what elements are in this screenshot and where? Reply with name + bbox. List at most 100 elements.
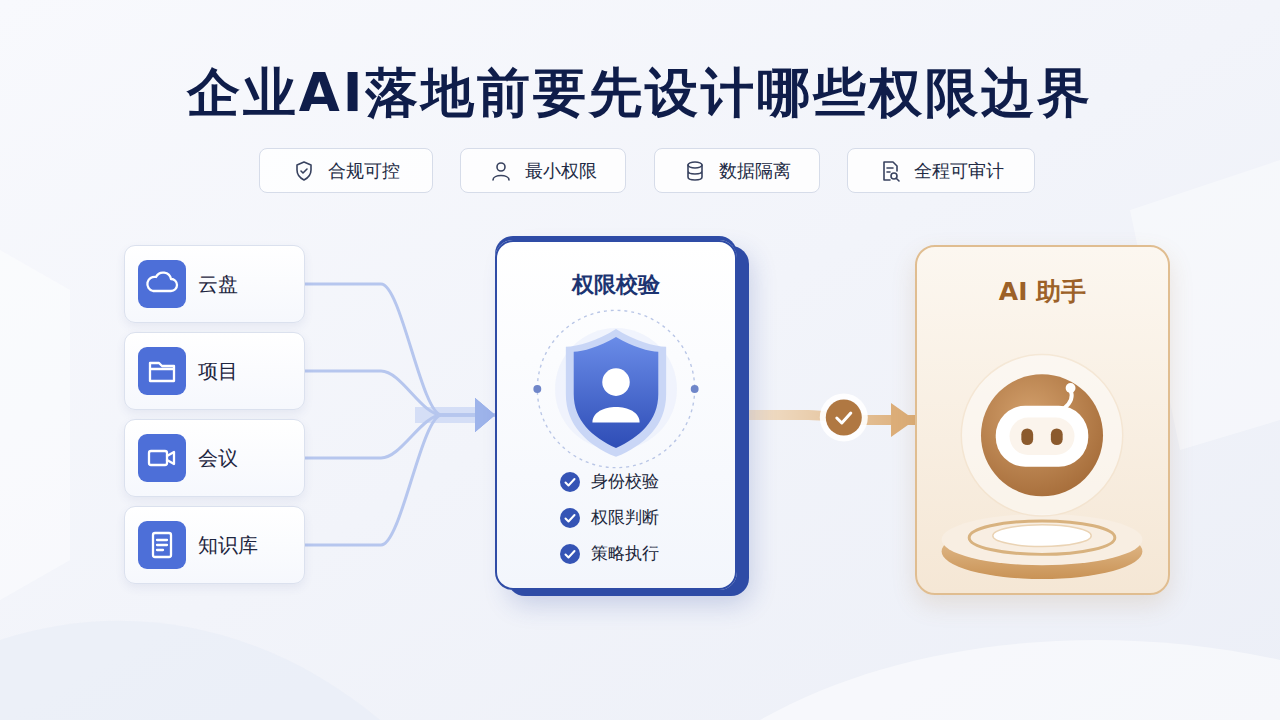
tag-icon-part-part: [884, 162, 897, 180]
assistant-box: AI 助手: [915, 245, 1170, 595]
box-heading: 权限校验: [572, 270, 660, 300]
shield-illustration-part: [592, 407, 639, 422]
source-icon-part: [138, 260, 186, 308]
robot-illustration-part: [961, 355, 1122, 516]
source-icon: [138, 521, 186, 569]
check-badge-part: [826, 400, 862, 436]
tag-label: 合规可控: [328, 159, 400, 183]
source-connector: [305, 415, 495, 458]
source-icon-part-part: [150, 363, 174, 381]
background-part: [760, 640, 1280, 720]
tag-icon-part-part: [297, 162, 311, 180]
source-label: 知识库: [198, 532, 258, 559]
shield-illustration: [497, 304, 735, 474]
source-icon-part: [138, 521, 186, 569]
tag-icon-part: [688, 162, 702, 180]
shield-illustration-part: [566, 329, 666, 457]
shield-illustration-part: [574, 337, 659, 448]
check-icon: [559, 471, 581, 493]
check-badge: [820, 394, 868, 442]
robot-illustration-part: [969, 521, 1115, 554]
check-icon: [559, 507, 581, 529]
tag-icon: [683, 159, 707, 183]
robot-illustration-part: [981, 374, 1103, 496]
source-icon-part-part: [157, 540, 167, 550]
check-box: 权限校验身份校验权限判断策略执行: [495, 240, 737, 590]
robot-illustration-part: [942, 514, 1143, 565]
tag-icon-part-part: [688, 165, 702, 180]
source-icon: [138, 347, 186, 395]
source-icon-part-part: [147, 273, 177, 291]
tag-pill: 全程可审计: [847, 148, 1035, 193]
check-item: 身份校验: [559, 470, 659, 493]
robot-illustration-part: [1066, 383, 1076, 393]
tag-icon: [878, 159, 902, 183]
tag-label: 全程可审计: [914, 159, 1004, 183]
source-icon-part: [149, 451, 174, 465]
check-icon-part: [566, 479, 575, 486]
robot-illustration-part: [996, 406, 1089, 467]
source-box: 会议: [124, 419, 305, 497]
shield-illustration-part: [602, 368, 630, 396]
source-icon-part: [138, 347, 186, 395]
tag-icon-part-part: [493, 175, 509, 180]
shield-illustration-part: [691, 385, 699, 393]
source-icon-part: [138, 434, 186, 482]
background-part: [0, 250, 70, 600]
tag-icon-part-part: [688, 162, 702, 168]
robot-illustration-part: [1051, 428, 1063, 445]
tag-label: 最小权限: [525, 159, 597, 183]
tag-label: 数据隔离: [719, 159, 791, 183]
tag-icon-part-part: [896, 178, 899, 181]
check-icon-part: [560, 508, 580, 528]
source-label: 项目: [198, 358, 238, 385]
source-label: 会议: [198, 445, 238, 472]
diagram-title: 企业AI落地前要先设计哪些权限边界: [0, 58, 1280, 130]
source-icon-part: [153, 533, 171, 557]
tag-icon: [292, 159, 316, 183]
tag-pill: 合规可控: [259, 148, 433, 193]
tag-icon: [489, 159, 513, 183]
shield-illustration-part: [533, 385, 541, 393]
robot-illustration-part: [993, 525, 1091, 547]
background-part: [0, 621, 380, 720]
source-box: 项目: [124, 332, 305, 410]
tag-icon-part: [493, 163, 509, 180]
check-item: 权限判断: [559, 506, 659, 529]
tag-icon-part: [297, 162, 311, 180]
source-icon-part: [147, 273, 177, 291]
check-icon-part: [566, 515, 575, 522]
source-icon-part-part: [167, 452, 174, 464]
box-heading: AI 助手: [999, 275, 1086, 308]
check-icon: [559, 543, 581, 565]
tag-icon-part: [884, 162, 899, 181]
robot-illustration: [917, 307, 1168, 597]
check-badge-part: [837, 413, 851, 423]
check-item: 策略执行: [559, 542, 659, 565]
robot-illustration-part: [1010, 418, 1075, 455]
source-icon: [138, 260, 186, 308]
shield-illustration-part: [537, 310, 694, 467]
source-icon: [138, 434, 186, 482]
check-icon-part: [560, 472, 580, 492]
source-connector: [305, 415, 495, 545]
source-connector: [305, 284, 495, 415]
check-icon-part: [560, 544, 580, 564]
robot-illustration-part: [1021, 428, 1033, 445]
tag-icon-part-part: [497, 163, 505, 171]
check-label: 策略执行: [591, 542, 659, 565]
source-box: 云盘: [124, 245, 305, 323]
source-box: 知识库: [124, 506, 305, 584]
check-label: 权限判断: [591, 506, 659, 529]
source-icon-part-part: [153, 533, 171, 557]
tag-pill: 数据隔离: [654, 148, 820, 193]
source-connector: [305, 371, 495, 415]
source-icon-part-part: [149, 451, 167, 465]
tag-pill: 最小权限: [460, 148, 626, 193]
check-badge-part: [820, 394, 868, 442]
source-icon-part: [150, 363, 174, 381]
check-icon-part: [566, 551, 575, 558]
tag-icon-part-part: [301, 169, 307, 173]
